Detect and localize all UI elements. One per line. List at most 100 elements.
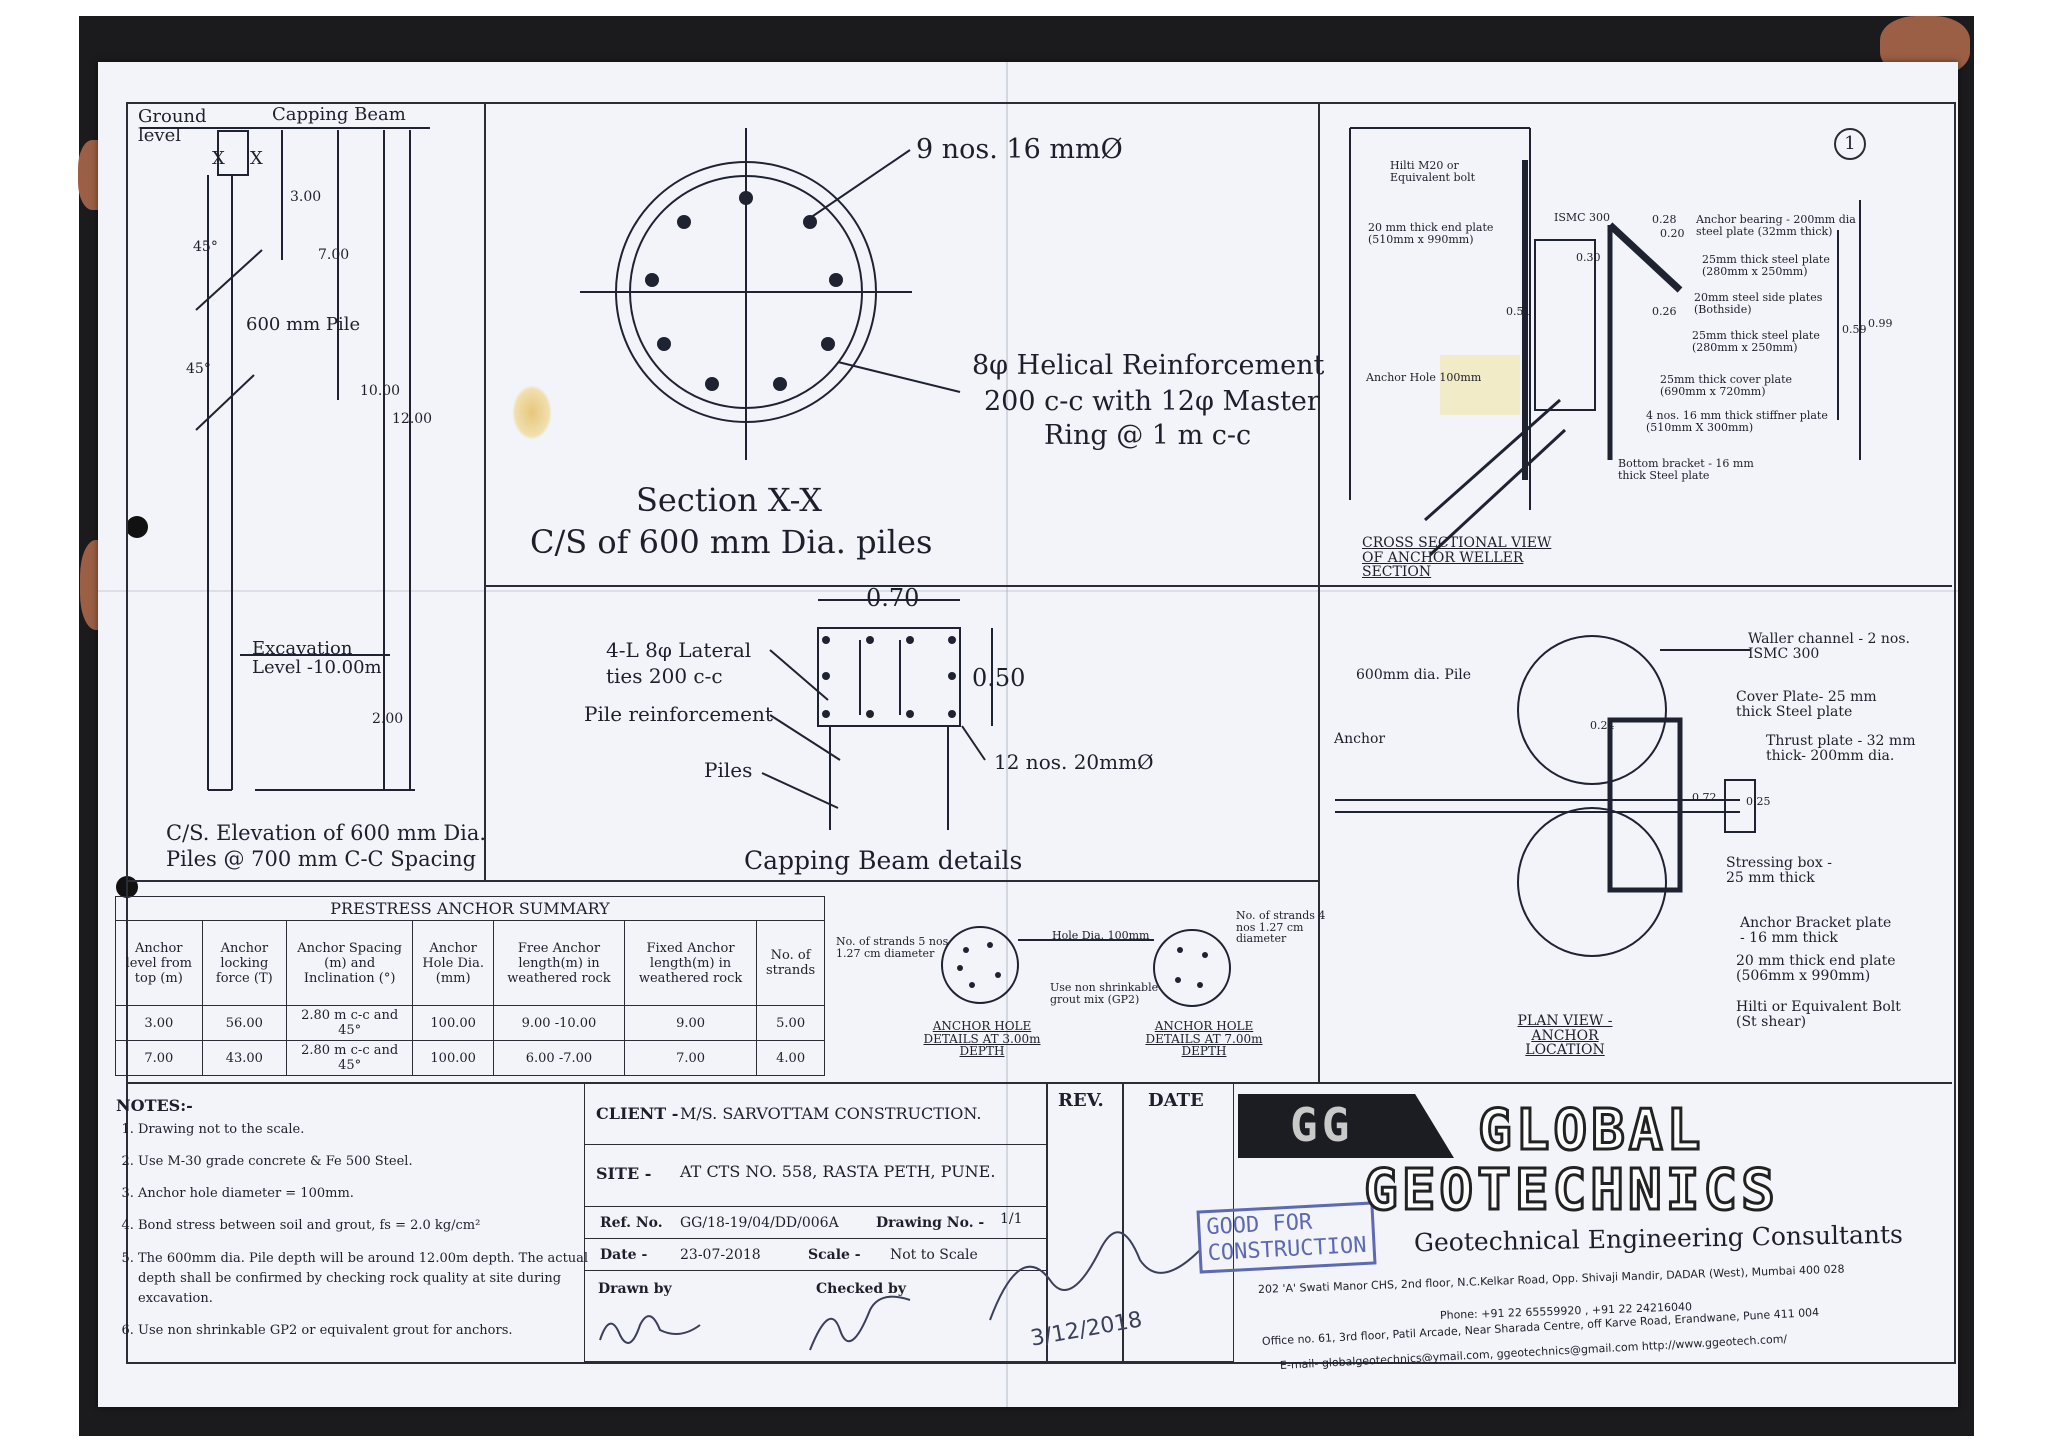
drawing-border	[126, 102, 1956, 1364]
title-block	[584, 1082, 1048, 1362]
angle-label: 45°	[186, 361, 211, 377]
plan-end-plate-label: 20 mm thick end plate (506mm x 990mm)	[1736, 953, 1896, 984]
table-cell: 100.00	[412, 1040, 495, 1076]
table-cell: 43.00	[201, 1040, 288, 1076]
sheet-number: 1	[1844, 133, 1856, 154]
title-block-divider	[584, 1238, 1046, 1239]
panel-divider	[1318, 585, 1952, 587]
table-header: Anchor level from top (m)	[115, 920, 203, 1006]
drawing-no-label: Drawing No. -	[876, 1215, 985, 1231]
pile-reinf-label: Pile reinforcement	[584, 702, 773, 726]
ismc-label: ISMC 300	[1554, 211, 1611, 224]
lateral-ties: ties 200 c-c	[606, 664, 723, 688]
date-value: 23-07-2018	[680, 1247, 761, 1263]
hole-detail-title: ANCHOR HOLE DETAILS AT 3.00m DEPTH	[923, 1019, 1041, 1059]
table-cell: 2.80 m c-c and 45°	[286, 1040, 414, 1076]
section-mark: X	[250, 148, 263, 169]
dim-label: 0.99	[1868, 317, 1893, 330]
date-column	[1122, 1082, 1234, 1362]
notes-heading: NOTES:-	[116, 1096, 193, 1115]
ismc-section	[1534, 239, 1596, 411]
highlight-mark	[1440, 355, 1520, 415]
plan-thrust-plate-label: Thrust plate - 32 mm thick- 200mm dia.	[1766, 733, 1916, 764]
hole-detail-title: ANCHOR HOLE DETAILS AT 7.00m DEPTH	[1145, 1019, 1263, 1059]
hole-dia-label: Hole Dia. 100mm	[1052, 929, 1150, 942]
table-cell: 100.00	[412, 1005, 495, 1041]
waler-section-title: CROSS SECTIONAL VIEW OF ANCHOR WELLER SE…	[1362, 535, 1552, 581]
drawing-sheet	[98, 62, 1958, 1407]
elevation-caption: Piles @ 700 mm C-C Spacing	[166, 847, 477, 871]
anchor-hole-circle-7m	[1153, 929, 1231, 1007]
panel-divider	[484, 102, 486, 880]
plan-stressing-box-label: Stressing box - 25 mm thick	[1726, 855, 1832, 886]
side-plates-label: 20mm steel side plates (Bothside)	[1694, 291, 1823, 316]
note-item: Anchor hole diameter = 100mm.	[138, 1184, 594, 1204]
note-item: Use M-30 grade concrete & Fe 500 Steel.	[138, 1152, 594, 1172]
panel-divider	[1318, 102, 1320, 1082]
panel-divider	[126, 1082, 1952, 1084]
capping-depth: 0.50	[972, 664, 1026, 692]
dim-label: 0.25	[1746, 795, 1771, 808]
scale-value: Not to Scale	[890, 1247, 978, 1263]
plan-pile-label: 600mm dia. Pile	[1356, 667, 1472, 683]
title-block-divider	[584, 1144, 1046, 1145]
site-label: SITE -	[596, 1164, 652, 1183]
table-cell: 7.00	[115, 1040, 203, 1076]
table-header-row: Anchor level from top (m) Anchor locking…	[115, 920, 825, 1006]
bars-label: 9 nos. 16 mmØ	[916, 134, 1123, 165]
table-cell: 3.00	[115, 1005, 203, 1041]
table-cell: 2.80 m c-c and 45°	[286, 1005, 414, 1041]
capping-bars: 12 nos. 20mmØ	[994, 750, 1154, 774]
anchor-bearing-label: Anchor bearing - 200mm dia steel plate (…	[1696, 213, 1856, 238]
ground-level-label: Ground level	[138, 106, 207, 146]
company-name: GEOTECHNICS	[1363, 1157, 1779, 1225]
helical-label: 8φ Helical Reinforcement	[972, 350, 1325, 381]
end-plate-label: 20 mm thick end plate (510mm x 990mm)	[1368, 221, 1494, 246]
dim-7: 7.00	[318, 247, 350, 263]
drawing-no-value: 1/1	[1000, 1211, 1023, 1227]
dim-2: 2.00	[372, 711, 404, 727]
helical-label: Ring @ 1 m c-c	[1044, 420, 1252, 451]
dim-label: 0.59	[1842, 323, 1867, 336]
checked-by-label: Checked by	[816, 1281, 906, 1297]
plan-hilti-label: Hilti or Equivalent Bolt (St shear)	[1736, 999, 1901, 1030]
section-subtitle: C/S of 600 mm Dia. piles	[530, 523, 933, 561]
client-label: CLIENT -	[596, 1104, 679, 1123]
angle-label: 45°	[193, 239, 218, 255]
logo-mark-text: GG	[1290, 1098, 1354, 1152]
table-cell: 7.00	[623, 1040, 758, 1076]
dim-label: 0.72	[1692, 791, 1717, 804]
scale-label: Scale -	[808, 1247, 861, 1263]
dim-12: 12.00	[392, 411, 433, 427]
table-row: 7.00 43.00 2.80 m c-c and 45° 100.00 6.0…	[115, 1040, 825, 1076]
bearing-plate	[1607, 222, 1683, 293]
capping-title: Capping Beam details	[744, 846, 1023, 875]
checked-by-signature	[809, 1295, 911, 1351]
piles-label: Piles	[704, 758, 753, 782]
title-block-divider	[584, 1270, 1046, 1271]
rev-header: REV.	[1058, 1090, 1104, 1111]
dim-label: 0.24	[1590, 719, 1615, 732]
date-label: Date -	[600, 1247, 648, 1263]
table-cell: 6.00 -7.00	[493, 1040, 625, 1076]
stressing-box	[1724, 779, 1756, 833]
date-header: DATE	[1148, 1090, 1204, 1111]
capping-beam-label: Capping Beam	[272, 104, 406, 125]
anchor-upper	[195, 249, 263, 311]
table-cell: 9.00 -10.00	[493, 1005, 625, 1041]
pile-circle-plan	[1517, 635, 1667, 785]
note-item: Bond stress between soil and grout, fs =…	[138, 1216, 594, 1236]
dim-label: 0.20	[1660, 227, 1685, 240]
table-row: 3.00 56.00 2.80 m c-c and 45° 100.00 9.0…	[115, 1005, 825, 1041]
strands-label: No. of strands 5 nos 1.27 cm diameter	[836, 935, 949, 960]
anchor-hole-circle-3m	[941, 926, 1019, 1004]
table-cell: 4.00	[756, 1040, 825, 1076]
rev-column	[1046, 1082, 1124, 1362]
table-header: Anchor locking force (T)	[201, 920, 288, 1006]
elevation-caption: C/S. Elevation of 600 mm Dia.	[166, 821, 487, 845]
rebar-dots	[645, 191, 1208, 988]
stiffner-label: 4 nos. 16 mm thick stiffner plate (510mm…	[1646, 409, 1828, 434]
excavation-label: Excavation Level -10.00m	[252, 638, 382, 678]
